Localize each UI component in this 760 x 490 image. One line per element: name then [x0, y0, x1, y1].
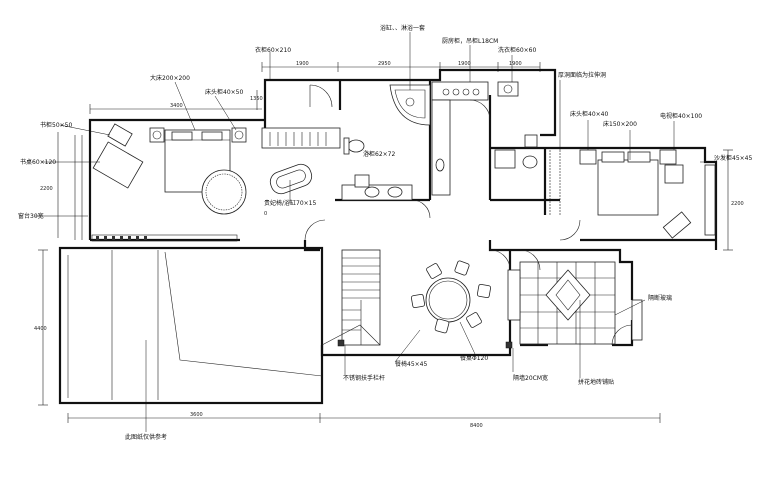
label-dressing: 浴柜62×72	[363, 150, 395, 158]
label-laundry: 洗衣柜60×60	[498, 46, 536, 54]
dim-left-lower: 4400	[34, 326, 47, 332]
dim-bottom-left: 3600	[190, 412, 203, 418]
nightstand-left-b	[231, 127, 247, 143]
label-extra-zero: 0	[264, 211, 267, 217]
label-parquet: 拼花地砖铺贴	[578, 378, 614, 386]
label-kitchen-counter: 厨房柜，吊柜L18CM	[442, 37, 498, 45]
toilet-center	[347, 139, 365, 153]
label-bed-left: 大床200×200	[150, 74, 190, 82]
annotations: 浴缸、、淋浴一套 衣柜60×210 厨房柜，吊柜L18CM 洗衣柜60×60 厚…	[18, 24, 752, 441]
chaise-lounge	[92, 141, 144, 189]
label-wall-shelf: 隔墙20CM宽	[513, 374, 548, 382]
dim-top-1: 1900	[296, 61, 309, 67]
wardrobe-left	[261, 127, 341, 149]
label-nightstand-left: 床头柜40×50	[205, 88, 243, 96]
dining-table	[425, 277, 471, 323]
dining-chair	[426, 263, 442, 279]
top-dimension-chain: 1900 2950 1900 1900 3400	[89, 61, 541, 114]
dim-bottom-right: 8400	[470, 423, 483, 429]
exterior-walls	[58, 68, 718, 405]
label-window-left: 窗台30宽	[18, 212, 44, 220]
label-garage: 此图纸仅供参考	[125, 433, 167, 441]
label-toilet-note: 厚洞面临为拉伸洞	[558, 71, 606, 79]
washer	[497, 81, 519, 97]
dim-top-2: 2950	[378, 61, 391, 67]
round-rug	[201, 169, 247, 215]
left-bedroom	[74, 123, 341, 242]
right-dimension-chain: 2200	[723, 149, 744, 251]
leader-lines	[35, 32, 712, 432]
bath-kitchen-area	[304, 81, 581, 241]
label-bath-unit: 浴缸、、淋浴一套	[380, 24, 425, 32]
label-tv-cabinet-right: 电视柜40×100	[660, 112, 702, 120]
dim-top-3: 1900	[458, 61, 471, 67]
dim-right-height: 2200	[731, 201, 744, 207]
dim-left-height: 2200	[40, 186, 53, 192]
nightstand-left-a	[149, 127, 165, 143]
tub-left	[269, 163, 313, 195]
dim-left-small: 1350	[250, 96, 263, 102]
left-dimension-chain: 2200 4400 1350	[34, 90, 263, 406]
right-bedroom	[494, 134, 716, 239]
corner-bathtub	[389, 84, 431, 126]
bottom-dimension-chain: 3600 8400	[67, 412, 661, 429]
armchair-right	[664, 164, 684, 184]
kitchen-counter	[431, 81, 489, 101]
label-dining-table: 餐桌Φ120	[460, 354, 488, 362]
label-bed-right: 床150×200	[603, 120, 637, 128]
bed-right	[597, 159, 659, 216]
label-cabinet-top: 衣柜60×210	[255, 46, 291, 54]
label-desk-right: 床头柜40×40	[570, 110, 608, 118]
parquet-center	[545, 269, 591, 321]
label-bookcase-left: 书柜50×50	[40, 121, 72, 129]
label-dining-chair: 餐椅45×45	[395, 360, 427, 368]
label-sofa-right: 沙发柜45×45	[714, 154, 752, 162]
label-stair-note: 不锈钢扶手栏杆	[343, 374, 385, 382]
dim-left-span: 3400	[170, 103, 183, 109]
lower-floor	[67, 249, 643, 400]
label-glass: 隔断玻璃	[648, 294, 672, 302]
dim-top-4: 1900	[509, 61, 522, 67]
sofa-lower	[507, 269, 521, 321]
label-tub-left: 贵妃椅/浴缸70×15	[264, 199, 317, 207]
label-chaise: 书桌60×120	[20, 158, 56, 166]
